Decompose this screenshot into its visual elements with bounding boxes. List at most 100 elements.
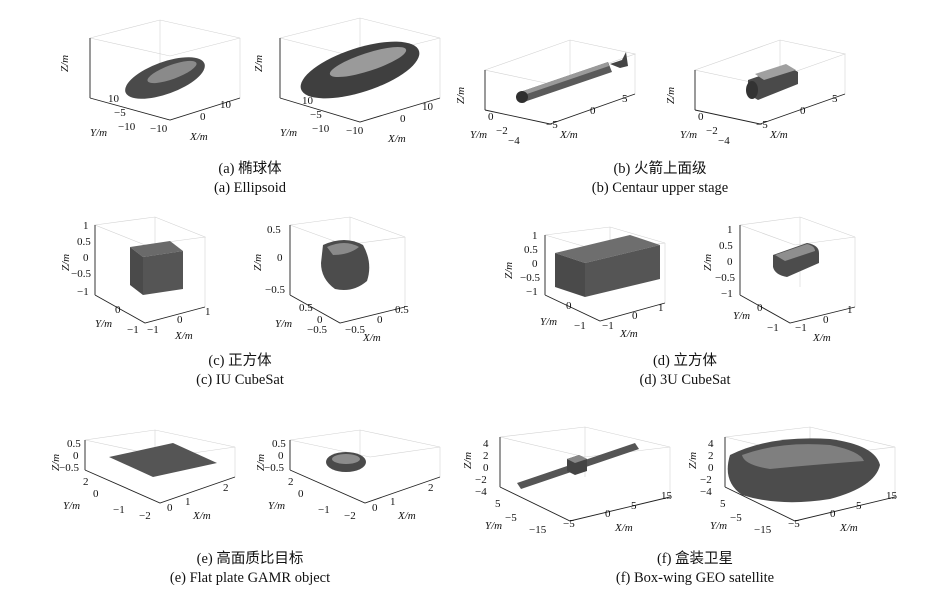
- rocket-plot-1: Z/m Y/m X/m 0 −2 −4 −5 0 5: [455, 39, 637, 147]
- caption-e: (e) 高面质比目标 (e) Flat plate GAMR object: [125, 550, 375, 588]
- svg-text:−15: −15: [529, 524, 547, 536]
- caption-e-cn: (e) 高面质比目标: [196, 551, 304, 567]
- svg-text:−1: −1: [127, 324, 139, 336]
- cuboid-plot-2: Z/m 1 0.5 0 −0.5 −1 Y/m 0 −1 −1 0 1 X/m: [702, 216, 856, 344]
- svg-text:−0.5: −0.5: [345, 324, 365, 336]
- svg-text:X/m: X/m: [812, 332, 831, 344]
- svg-text:Z/m: Z/m: [253, 55, 265, 72]
- svg-text:1: 1: [727, 224, 733, 236]
- svg-text:0: 0: [830, 508, 836, 520]
- svg-text:0.5: 0.5: [272, 438, 286, 450]
- svg-text:0: 0: [83, 252, 89, 264]
- x-axis-label: X/m: [189, 131, 208, 143]
- plot-f2: Z/m 4 2 0 −2 −4 5 −5 Y/m −15 −5 0 5 15 X…: [680, 425, 910, 537]
- svg-text:1: 1: [847, 304, 853, 316]
- svg-text:−10: −10: [118, 121, 136, 133]
- svg-text:5: 5: [495, 498, 501, 510]
- svg-text:1: 1: [83, 220, 89, 232]
- svg-text:Z/m: Z/m: [60, 254, 72, 271]
- svg-text:X/m: X/m: [619, 328, 638, 340]
- svg-text:−5: −5: [310, 109, 322, 121]
- svg-text:10: 10: [220, 99, 232, 111]
- svg-text:−4: −4: [475, 486, 487, 498]
- svg-text:0: 0: [566, 300, 572, 312]
- svg-text:Y/m: Y/m: [275, 318, 292, 330]
- svg-text:−0.5: −0.5: [307, 324, 327, 336]
- svg-text:−1: −1: [602, 320, 614, 332]
- svg-text:0: 0: [757, 302, 763, 314]
- svg-text:0: 0: [372, 502, 378, 514]
- svg-text:5: 5: [856, 500, 862, 512]
- svg-text:Z/m: Z/m: [665, 87, 677, 104]
- svg-text:10: 10: [302, 95, 314, 107]
- plot-d1: Z/m 1 0.5 0 −0.5 −1 Y/m 0 −1 −1 0 1 X/m: [500, 225, 680, 340]
- caption-d-cn: (d) 立方体: [652, 353, 718, 369]
- svg-text:X/m: X/m: [614, 522, 633, 534]
- svg-text:−2: −2: [139, 510, 151, 522]
- svg-text:−0.5: −0.5: [715, 272, 735, 284]
- svg-text:0: 0: [115, 304, 121, 316]
- svg-text:Y/m: Y/m: [95, 318, 112, 330]
- svg-text:−2: −2: [475, 474, 487, 486]
- plot-d2: Z/m 1 0.5 0 −0.5 −1 Y/m 0 −1 −1 0 1 X/m: [695, 215, 870, 345]
- svg-text:0: 0: [200, 111, 206, 123]
- svg-text:X/m: X/m: [559, 129, 578, 141]
- svg-text:5: 5: [832, 93, 838, 105]
- svg-text:Y/m: Y/m: [680, 129, 697, 141]
- svg-text:Y/m: Y/m: [470, 129, 487, 141]
- svg-text:Z/m: Z/m: [455, 87, 467, 104]
- plot-f1: Z/m 4 2 0 −2 −4 5 −5 Y/m −15 −5 0 5 15 X…: [455, 425, 685, 537]
- caption-a: (a) 椭球体 (a) Ellipsoid: [150, 160, 350, 198]
- svg-text:−1: −1: [526, 286, 538, 298]
- svg-text:0.5: 0.5: [299, 302, 313, 314]
- cube-plot-1: Z/m 1 0.5 0 −0.5 −1 Y/m 0 −1 −1 0 1 X/m: [60, 216, 211, 342]
- y-axis-label: Y/m: [90, 127, 107, 139]
- svg-text:−5: −5: [114, 107, 126, 119]
- svg-text:−10: −10: [312, 123, 330, 135]
- svg-text:0: 0: [605, 508, 611, 520]
- svg-text:−1: −1: [77, 286, 89, 298]
- svg-text:Z/m: Z/m: [255, 454, 267, 471]
- svg-text:X/m: X/m: [769, 129, 788, 141]
- svg-text:0: 0: [93, 488, 99, 500]
- ellipsoid-plot-2: Z/m Y/m X/m 10 −5 −10 −10 0 10: [253, 17, 441, 145]
- svg-text:2: 2: [428, 482, 434, 494]
- svg-text:−0.5: −0.5: [264, 462, 284, 474]
- svg-text:1: 1: [532, 230, 538, 242]
- box-wing-plot-1: Z/m 4 2 0 −2 −4 5 −5 Y/m −15 −5 0 5 15 X…: [462, 426, 673, 536]
- svg-text:Z/m: Z/m: [503, 262, 515, 279]
- svg-text:2: 2: [708, 450, 714, 462]
- svg-text:0: 0: [483, 462, 489, 474]
- svg-text:1: 1: [658, 302, 664, 314]
- caption-c-cn: (c) 正方体: [208, 353, 272, 369]
- svg-text:0: 0: [167, 502, 173, 514]
- svg-text:−4: −4: [508, 135, 520, 147]
- svg-text:Y/m: Y/m: [485, 520, 502, 532]
- svg-text:Y/m: Y/m: [280, 127, 297, 139]
- cuboid-plot-1: Z/m 1 0.5 0 −0.5 −1 Y/m 0 −1 −1 0 1 X/m: [503, 226, 666, 340]
- plot-c2: Z/m 0.5 0 −0.5 Y/m 0.5 0 −0.5 −0.5 0 0.5…: [245, 215, 420, 345]
- svg-text:0: 0: [177, 314, 183, 326]
- svg-text:−2: −2: [344, 510, 356, 522]
- plot-c1: Z/m 1 0.5 0 −0.5 −1 Y/m 0 −1 −1 0 1 X/m: [55, 215, 225, 345]
- svg-text:−15: −15: [754, 524, 772, 536]
- svg-text:0: 0: [823, 314, 829, 326]
- svg-text:X/m: X/m: [839, 522, 858, 534]
- rounded-cuboid-shape: [773, 243, 819, 277]
- svg-text:0: 0: [317, 314, 323, 326]
- svg-text:Z/m: Z/m: [687, 452, 699, 469]
- plot-a1: Z/m Y/m X/m 10 −5 −10 −10 0 10: [50, 10, 250, 150]
- svg-text:10: 10: [108, 93, 120, 105]
- svg-text:0.5: 0.5: [524, 244, 538, 256]
- svg-text:−0.5: −0.5: [265, 284, 285, 296]
- svg-text:−4: −4: [700, 486, 712, 498]
- svg-text:−5: −5: [788, 518, 800, 530]
- svg-text:1: 1: [390, 496, 396, 508]
- svg-text:0: 0: [73, 450, 79, 462]
- svg-text:−4: −4: [718, 135, 730, 147]
- svg-text:−1: −1: [795, 322, 807, 334]
- svg-text:0.5: 0.5: [67, 438, 81, 450]
- svg-text:10: 10: [422, 101, 434, 113]
- svg-text:−1: −1: [113, 504, 125, 516]
- svg-text:0: 0: [400, 113, 406, 125]
